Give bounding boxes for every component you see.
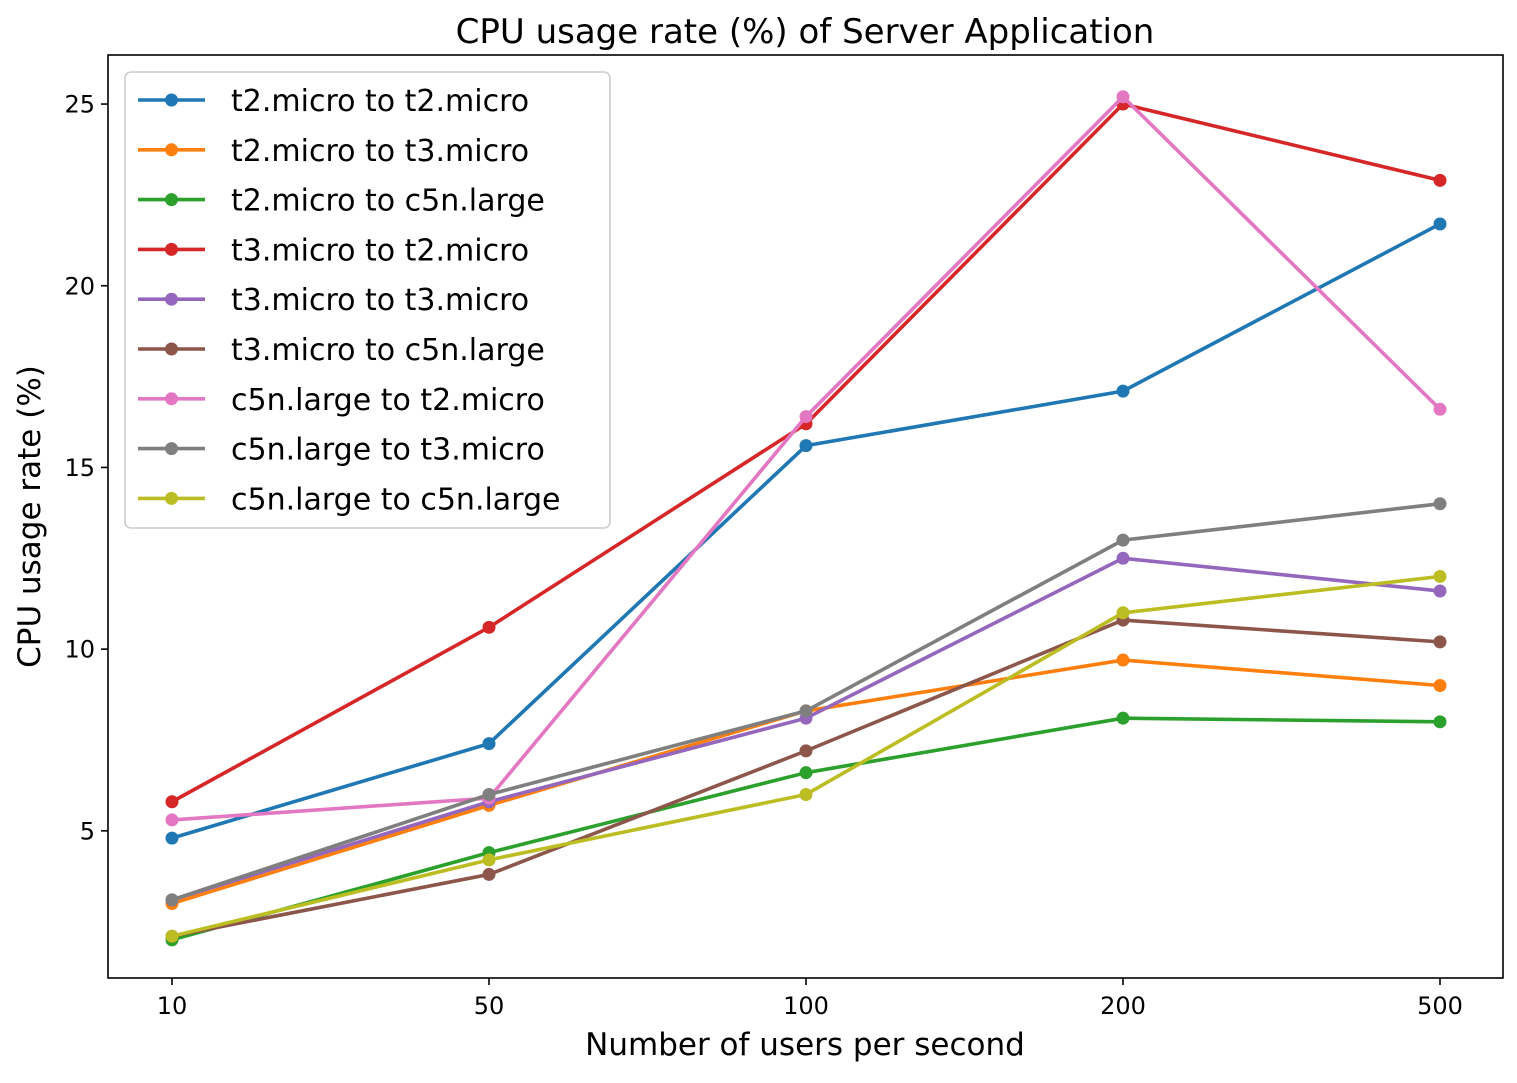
legend-item: t2.micro to t3.micro [138,134,529,169]
data-point [1116,711,1130,725]
legend-label: t2.micro to c5n.large [231,184,545,219]
series-line [169,556,1442,903]
data-point [482,787,496,801]
data-point [165,795,179,809]
legend-label: c5n.large to t3.micro [231,433,545,468]
y-tick-label: 15 [64,454,95,482]
legend-label: t2.micro to t3.micro [231,134,529,169]
data-point [1433,497,1447,511]
data-point [1433,678,1447,692]
data-point [1433,217,1447,231]
y-tick-label: 10 [64,636,95,664]
series-group [165,217,1447,845]
x-tick-label: 200 [1100,992,1146,1020]
legend-label: t3.micro to t3.micro [231,283,529,318]
legend-marker [165,491,178,505]
y-tick-label: 5 [80,817,95,845]
legend-label: c5n.large to t2.micro [231,383,545,418]
data-point [1116,551,1130,565]
legend-marker [165,93,178,107]
legend-label: c5n.large to c5n.large [231,482,561,517]
legend-label: t2.micro to t2.micro [231,84,529,119]
data-point [799,744,813,758]
y-tick-label: 25 [64,91,95,119]
y-axis: 5 10 15 20 25 [64,91,108,845]
legend-item: c5n.large to c5n.large [138,482,561,517]
data-point [799,410,813,424]
y-tick-label: 20 [64,272,95,300]
data-point [1433,584,1447,598]
legend-item: t2.micro to t2.micro [138,84,529,119]
legend-item: t3.micro to c5n.large [138,333,545,368]
x-tick-label: 50 [474,992,505,1020]
legend: t2.micro to t2.micro t2.micro to t3.micro… [124,71,611,529]
legend-marker [165,242,178,256]
data-point [1116,90,1130,104]
series-group [165,551,1447,907]
legend-item: t3.micro to t3.micro [138,283,529,318]
legend-marker [165,442,178,456]
data-point [1116,606,1130,620]
legend-item: t2.micro to c5n.large [138,184,545,219]
data-point [165,813,179,827]
legend-marker [165,342,178,356]
data-point [1433,715,1447,729]
legend-label: t3.micro to t2.micro [231,233,529,268]
data-point [799,766,813,780]
legend-item: t3.micro to t2.micro [138,233,529,268]
legend-item: c5n.large to t2.micro [138,383,545,418]
data-point [165,893,179,907]
data-point [1116,533,1130,547]
legend-marker [165,193,178,207]
chart-title: CPU usage rate (%) of Server Application [456,12,1155,52]
legend-label: t3.micro to c5n.large [231,333,545,368]
data-point [1433,173,1447,187]
series-group [165,569,1447,943]
data-point [1433,569,1447,583]
data-point [165,929,179,943]
legend-frame [124,71,611,529]
data-point [482,737,496,751]
data-point [1116,384,1130,398]
data-point [1433,402,1447,416]
series-layer [165,90,1447,947]
x-axis: 10 50 100 200 500 [157,978,1463,1020]
data-point [482,853,496,867]
series-group [165,711,1447,947]
data-point [482,867,496,881]
data-point [482,620,496,634]
legend-item: c5n.large to t3.micro [138,433,545,468]
data-point [165,831,179,845]
data-point [1433,635,1447,649]
legend-marker [165,392,178,406]
x-tick-label: 500 [1417,992,1463,1020]
y-axis-label: CPU usage rate (%) [12,365,48,668]
data-point [799,787,813,801]
legend-marker [165,292,178,306]
data-point [799,439,813,453]
x-tick-label: 10 [157,992,188,1020]
data-point [1116,653,1130,667]
x-tick-label: 100 [783,992,829,1020]
x-axis-label: Number of users per second [585,1027,1025,1063]
series-group [165,497,1447,907]
legend-marker [165,143,178,157]
data-point [799,704,813,718]
